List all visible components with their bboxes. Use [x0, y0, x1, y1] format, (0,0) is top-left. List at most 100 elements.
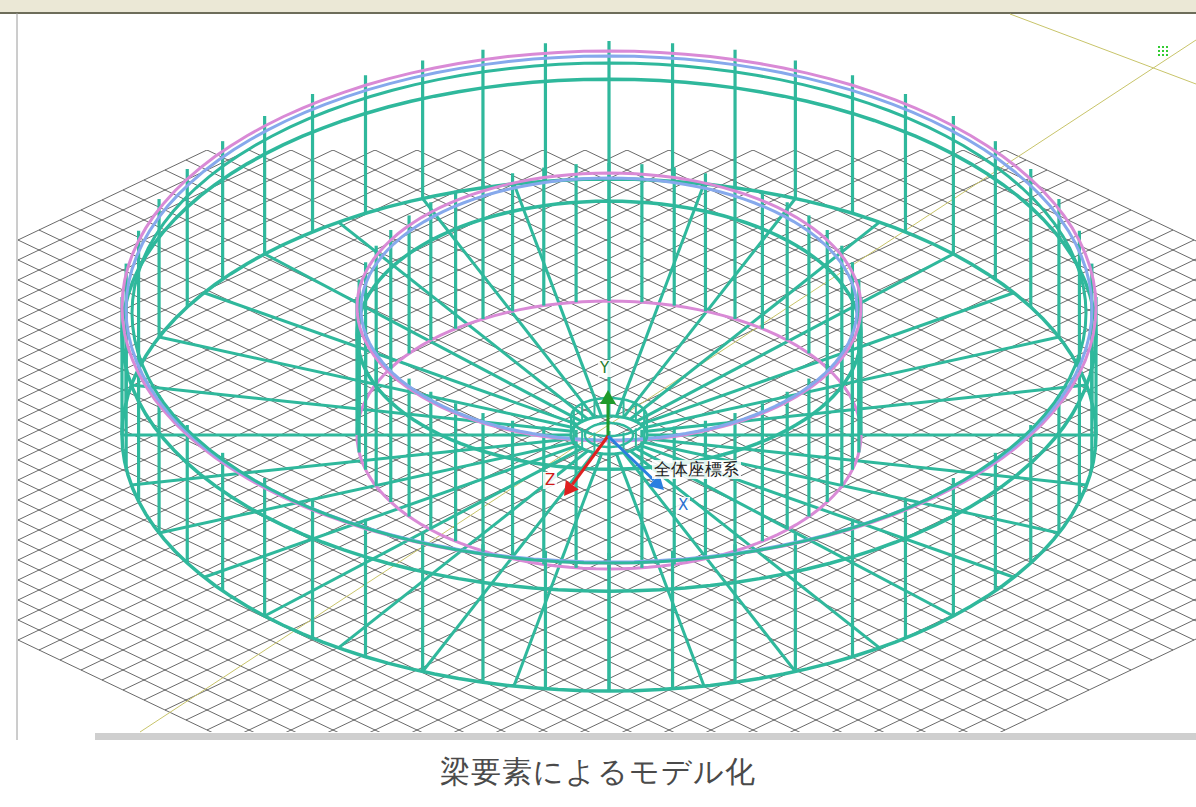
figure-caption: 梁要素によるモデル化 [0, 752, 1196, 793]
frame-line [17, 13, 18, 740]
vertical-post [481, 544, 484, 682]
inner-bottom-ring [357, 301, 861, 569]
vertical-post [1029, 169, 1032, 307]
vertical-post [389, 364, 392, 502]
axis-label: Z [543, 472, 557, 489]
hub-post [635, 402, 637, 422]
vertical-post [952, 116, 955, 254]
vertical-post [761, 191, 764, 329]
grid-line [18, 150, 669, 470]
grid-line [123, 190, 1131, 670]
vertical-post [1078, 363, 1081, 501]
grid-line [123, 210, 1131, 690]
y-axis-arrow-head [600, 390, 616, 404]
grid-line [543, 150, 1196, 470]
hub-post [635, 428, 637, 448]
view-icon [1158, 46, 1168, 56]
hub-post [646, 415, 648, 435]
vertical-post [186, 425, 189, 563]
vertical-post [542, 168, 545, 306]
vertical-post [607, 431, 610, 569]
vertical-post [826, 364, 829, 502]
outer-top-ring [126, 56, 1092, 562]
title-bar [0, 0, 1196, 13]
z-axis-arrow-head [564, 480, 579, 496]
vertical-post [794, 534, 797, 672]
vertical-post [673, 426, 676, 564]
vertical-post [786, 392, 789, 530]
scrollbar [95, 733, 1196, 740]
vertical-post [157, 395, 160, 533]
vertical-post [904, 500, 907, 638]
hub-post [593, 397, 595, 417]
vertical-post [640, 164, 643, 302]
grid-line [165, 170, 1173, 650]
vertical-post [807, 215, 810, 353]
vertical-post [454, 191, 457, 329]
axis-guide [1010, 14, 1196, 84]
vertical-post [364, 519, 367, 657]
vertical-post [429, 392, 432, 530]
vertical-post [607, 553, 610, 691]
vertical-post [544, 551, 547, 689]
axis-guide [140, 40, 1196, 732]
vertical-post [952, 478, 955, 616]
radial-beam [646, 385, 1086, 431]
vertical-post [575, 164, 578, 302]
grid-line [18, 300, 900, 732]
vertical-post [904, 94, 907, 232]
vertical-post [364, 75, 367, 213]
vertical-post [542, 426, 545, 564]
hub-post [581, 402, 583, 422]
inner-top-ring [361, 178, 857, 440]
outer-top-ring [132, 63, 1086, 563]
grid-line [564, 420, 1196, 732]
vertical-post [994, 141, 997, 279]
hub-post [623, 397, 625, 417]
vertical-post [511, 173, 514, 311]
vertical-post [807, 379, 810, 517]
frame-line [0, 12, 1196, 14]
vertical-post [221, 453, 224, 591]
grid-line [18, 340, 816, 732]
grid-line [18, 150, 900, 580]
vertical-post [671, 551, 674, 689]
vertical-post [786, 202, 789, 340]
vertical-post [186, 169, 189, 307]
vertical-post [389, 230, 392, 368]
vertical-post [575, 430, 578, 568]
vertical-post [454, 403, 457, 541]
vertical-post [311, 94, 314, 232]
vertical-post [673, 168, 676, 306]
vertical-post [851, 75, 854, 213]
y-axis-arrow [607, 404, 610, 436]
hub-post [573, 408, 575, 428]
outer-top-ring [122, 51, 1096, 563]
vertical-post [137, 363, 140, 501]
vertical-post [263, 116, 266, 254]
vertical-post [1029, 425, 1032, 563]
vertical-post [607, 163, 610, 301]
hub-post [643, 408, 645, 428]
vertical-post [704, 421, 707, 559]
grid-line [585, 150, 1196, 450]
axis-label: Y [598, 360, 611, 377]
grid-line [18, 150, 690, 480]
z-axis-arrow [572, 436, 608, 485]
vertical-post [263, 478, 266, 616]
vertical-post [481, 181, 484, 319]
grid-line [543, 410, 1196, 732]
vertical-post [761, 403, 764, 541]
vertical-post [704, 173, 707, 311]
hub-post [581, 428, 583, 448]
coordinate-axes [564, 390, 664, 496]
hub-post [570, 415, 572, 435]
ground-grid [18, 150, 1196, 732]
vertical-post [733, 413, 736, 551]
vertical-post [640, 430, 643, 568]
vertical-post [851, 519, 854, 657]
vertical-post [481, 413, 484, 551]
vertical-post [429, 202, 432, 340]
